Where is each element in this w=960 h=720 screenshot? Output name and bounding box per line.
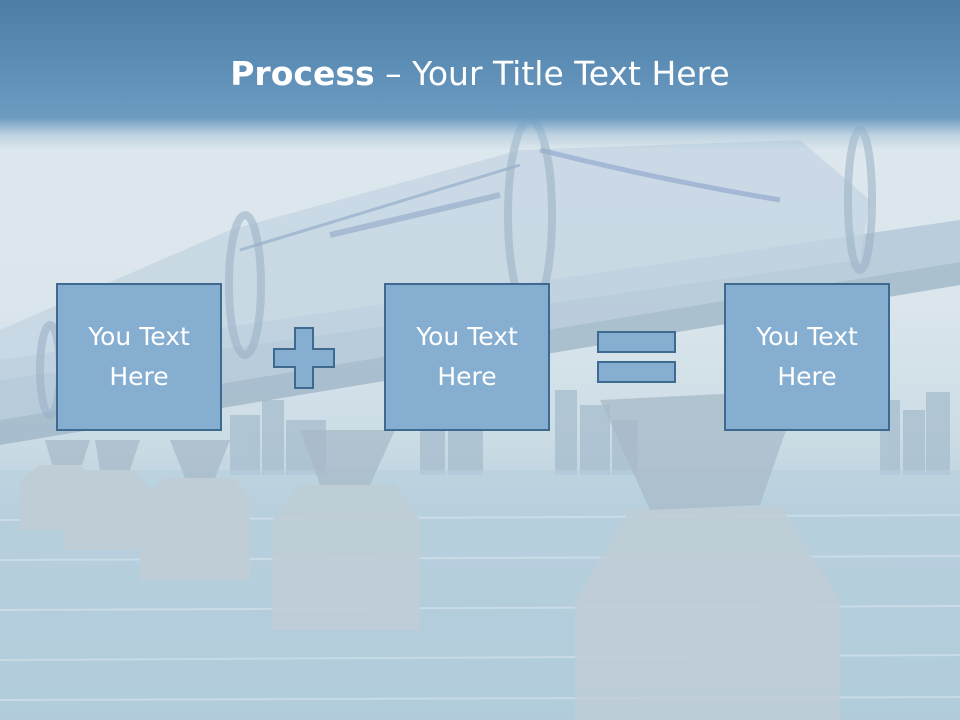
equals-icon xyxy=(597,331,676,383)
process-box-2[interactable]: You Text Here xyxy=(384,283,550,431)
process-box-1-text: You Text Here xyxy=(88,322,190,391)
process-box-2-text: You Text Here xyxy=(416,322,518,391)
title-rest-text: – Your Title Text Here xyxy=(374,54,730,93)
page-title: Process – Your Title Text Here xyxy=(0,52,960,96)
process-box-3-text: You Text Here xyxy=(756,322,858,391)
process-box-1[interactable]: You Text Here xyxy=(56,283,222,431)
title-bar xyxy=(0,0,960,150)
title-bold-text: Process xyxy=(230,54,375,93)
process-box-3[interactable]: You Text Here xyxy=(724,283,890,431)
plus-icon xyxy=(273,327,335,389)
